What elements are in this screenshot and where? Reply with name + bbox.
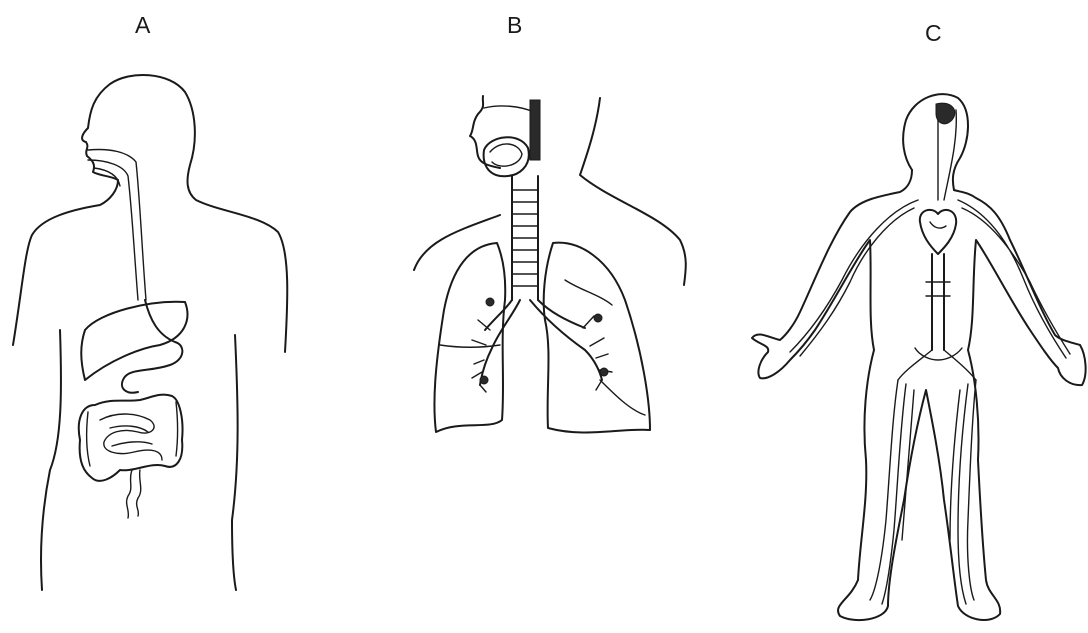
left-lung — [434, 243, 505, 432]
aorta-and-vena-cava — [932, 254, 944, 350]
torso-right-side-a — [232, 335, 238, 590]
torso-left-side-a — [41, 330, 61, 590]
right-bronchus — [530, 300, 602, 380]
left-bronchus — [480, 300, 520, 385]
right-lung — [544, 243, 650, 433]
small-intestine — [100, 414, 162, 460]
trachea-rings — [512, 190, 538, 286]
arm-vessels-right — [958, 200, 1070, 358]
rectum — [127, 470, 132, 518]
heart — [920, 210, 956, 254]
bronchioles — [472, 316, 612, 392]
body-outline-a — [13, 75, 287, 352]
arm-vessels-left — [790, 200, 918, 356]
digestive-system-figure — [13, 75, 287, 590]
respiratory-system-figure — [414, 96, 686, 433]
body-outline-c — [752, 170, 1086, 620]
esophagus — [88, 150, 146, 301]
iliac-vessels — [898, 350, 976, 380]
shoulder-outline-b — [414, 215, 500, 270]
large-intestine — [79, 395, 183, 481]
circulatory-system-figure — [752, 94, 1086, 620]
